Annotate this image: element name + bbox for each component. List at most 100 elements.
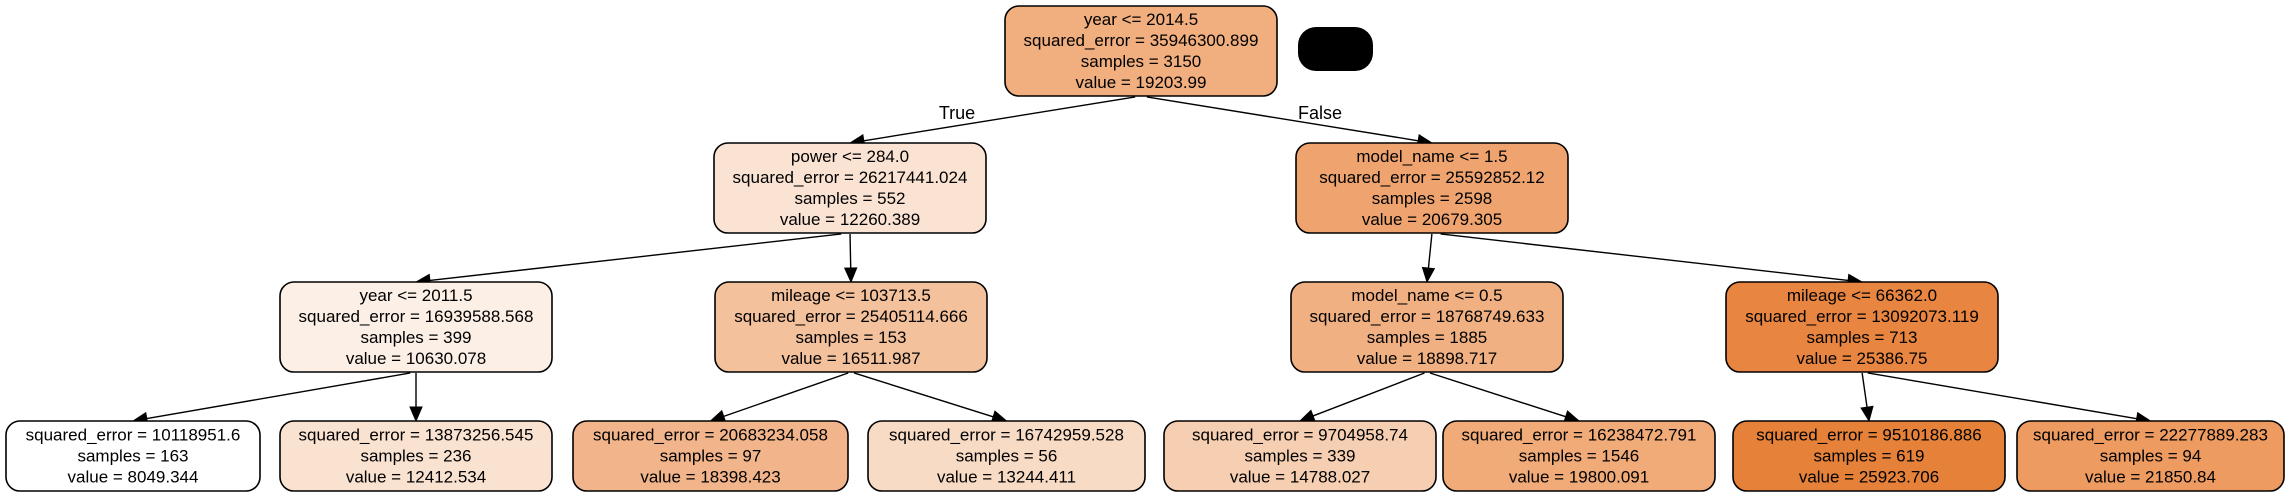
node-line: samples = 2598 <box>1372 189 1493 208</box>
node-line: value = 16511.987 <box>781 349 920 368</box>
node-box <box>279 281 553 373</box>
edge-line <box>1427 233 1433 269</box>
node-line: value = 20679.305 <box>1362 210 1502 229</box>
tree-node-n3: year <= 2011.5 squared_error = 16939588.5… <box>279 281 553 373</box>
node-line: samples = 163 <box>77 447 188 466</box>
edge-n6-n14 <box>1867 372 2152 426</box>
node-line: squared_error = 9510186.886 <box>1756 426 1981 445</box>
node-line: year <= 2011.5 <box>359 286 472 305</box>
arrowhead-icon <box>843 267 858 284</box>
node-line: squared_error = 25592852.12 <box>1319 168 1544 187</box>
node-box <box>1290 281 1564 373</box>
node-line: squared_error = 16939588.568 <box>299 307 534 326</box>
node-line: value = 19203.99 <box>1076 73 1207 92</box>
node-line: squared_error = 16238472.791 <box>1462 426 1697 445</box>
edge-n1-n4 <box>843 233 858 284</box>
edge-n4-n10 <box>853 372 1008 424</box>
node-line: squared_error = 18768749.633 <box>1310 307 1545 326</box>
node-box <box>1004 5 1278 97</box>
edge-n5-n11 <box>1298 372 1425 423</box>
node-line: samples = 713 <box>1806 328 1917 347</box>
edge-n2-n6 <box>1440 233 1864 288</box>
tree-node-n0: year <= 2014.5 squared_error = 35946300.8… <box>1004 5 1278 97</box>
node-line: year <= 2014.5 <box>1084 10 1198 29</box>
node-box <box>714 281 988 373</box>
node-line: model_name <= 0.5 <box>1351 286 1502 305</box>
node-line: value = 12412.534 <box>346 468 486 487</box>
tree-node-n1: power <= 284.0 squared_error = 26217441.0… <box>713 142 987 234</box>
node-box <box>1295 142 1569 234</box>
node-line: value = 18398.423 <box>640 468 780 487</box>
edge-n3-n7 <box>131 372 411 426</box>
node-line: samples = 236 <box>360 447 471 466</box>
node-line: value = 13244.411 <box>937 468 1076 487</box>
node-line: value = 18898.717 <box>1357 349 1497 368</box>
tree-node-n13: squared_error = 9510186.886 samples = 619… <box>1732 420 2006 492</box>
edge-n4-n9 <box>709 372 849 423</box>
edge-n2-n5 <box>1421 233 1436 284</box>
edge-n0-n2: False <box>1146 96 1434 148</box>
edge-n6-n13 <box>1860 372 1874 423</box>
tree-node-n5: model_name <= 0.5 squared_error = 1876874… <box>1290 281 1564 373</box>
node-line: value = 12260.389 <box>780 210 920 229</box>
edge-line <box>853 372 994 418</box>
node-line: mileage <= 66362.0 <box>1787 286 1937 305</box>
node-line: value = 25386.75 <box>1797 349 1928 368</box>
node-line: samples = 1885 <box>1367 328 1488 347</box>
edge-line <box>429 233 842 282</box>
arrowhead-icon <box>409 406 423 423</box>
edge-line <box>1440 233 1849 282</box>
node-line: samples = 619 <box>1813 447 1924 466</box>
node-line: squared_error = 25405114.666 <box>734 307 968 326</box>
arrowhead-icon <box>1421 266 1436 284</box>
edge-line <box>723 372 849 418</box>
tree-node-n2: model_name <= 1.5 squared_error = 2559285… <box>1295 142 1569 234</box>
node-line: value = 19800.091 <box>1509 468 1649 487</box>
node-line: value = 14788.027 <box>1230 468 1370 487</box>
node-line: mileage <= 103713.5 <box>771 286 931 305</box>
node-line: squared_error = 10118951.6 <box>26 426 241 445</box>
node-box <box>572 420 849 492</box>
node-line: squared_error = 26217441.024 <box>733 168 968 187</box>
arrowhead-icon <box>1298 409 1316 423</box>
node-box <box>2016 420 2285 492</box>
edge-line <box>1429 372 1566 418</box>
node-line: samples = 399 <box>360 328 471 347</box>
node-line: samples = 3150 <box>1081 52 1202 71</box>
nodes-layer: year <= 2014.5 squared_error = 35946300.8… <box>5 5 2285 492</box>
node-line: power <= 284.0 <box>791 147 909 166</box>
edge-line <box>1867 372 2137 420</box>
node-line: value = 21850.84 <box>2085 468 2216 487</box>
tree-node-n7: squared_error = 10118951.6 samples = 163 v… <box>5 420 261 492</box>
edge-line <box>1861 372 1868 408</box>
edge-n5-n12 <box>1429 372 1581 423</box>
node-box <box>1442 420 1716 492</box>
node-line: samples = 56 <box>956 447 1058 466</box>
node-line: squared_error = 16742959.528 <box>889 426 1124 445</box>
tree-node-n10: squared_error = 16742959.528 samples = 56… <box>867 420 1146 492</box>
node-line: value = 10630.078 <box>346 349 486 368</box>
node-box <box>1725 281 1999 373</box>
edge-n0-n1: True <box>848 96 1136 148</box>
edge-line <box>849 233 852 269</box>
node-box <box>279 420 553 492</box>
edge-n3-n8 <box>409 372 423 423</box>
node-line: squared_error = 35946300.899 <box>1024 31 1259 50</box>
node-line: value = 8049.344 <box>68 468 199 487</box>
edge-n1-n3 <box>414 233 842 288</box>
node-line: squared_error = 20683234.058 <box>593 426 828 445</box>
node-line: value = 25923.706 <box>1799 468 1939 487</box>
edge-line <box>863 96 1136 142</box>
edge-line <box>146 372 411 420</box>
node-line: model_name <= 1.5 <box>1356 147 1507 166</box>
node-line: squared_error = 9704958.74 <box>1192 426 1408 445</box>
node-box <box>713 142 987 234</box>
edge-line <box>1312 372 1425 417</box>
node-line: samples = 94 <box>2100 447 2202 466</box>
node-line: samples = 339 <box>1244 447 1355 466</box>
node-line: squared_error = 13092073.119 <box>1745 307 1979 326</box>
node-box <box>1163 420 1437 492</box>
